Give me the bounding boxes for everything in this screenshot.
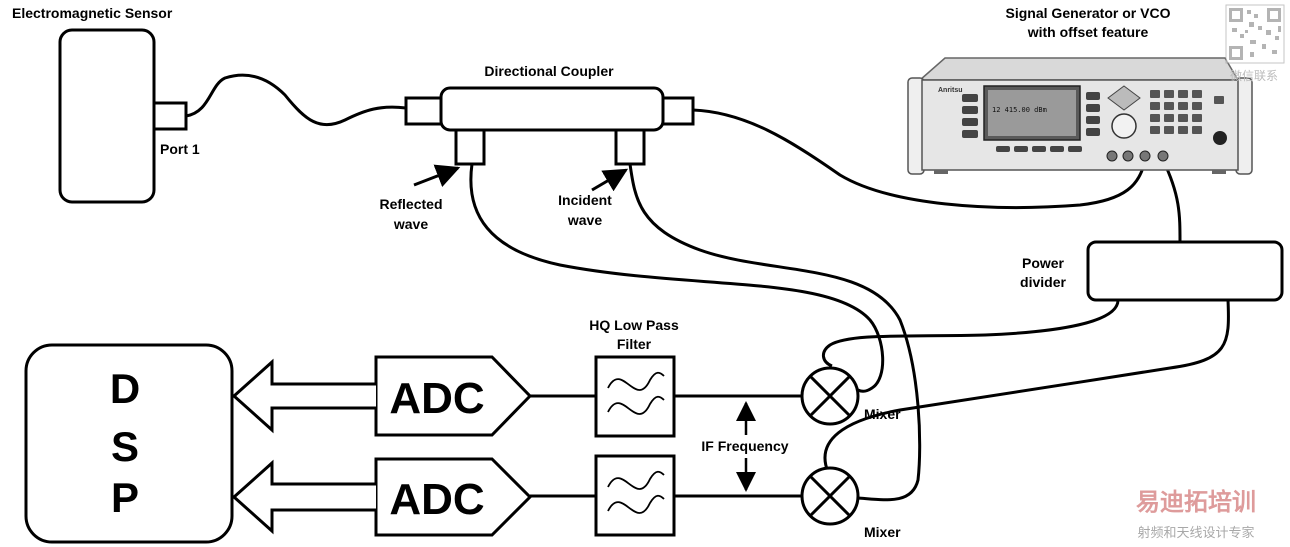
instrument-softkeys-right	[1086, 92, 1100, 136]
siggen-label-line2: with offset feature	[1027, 24, 1149, 40]
cable-generator-divider	[1161, 159, 1182, 243]
mixer-bottom	[800, 466, 860, 526]
reflected-label-line1: Reflected	[379, 196, 442, 212]
dsp-letter-s: S	[111, 423, 139, 470]
arrow-incident	[591, 168, 629, 192]
cables	[185, 73, 1230, 502]
adc-top-label: ADC	[389, 374, 484, 423]
instrument-connector-2	[1122, 150, 1134, 162]
cable-sensor-coupler	[185, 73, 407, 127]
instrument-knob	[1111, 113, 1137, 139]
coupler-right-port	[658, 96, 695, 126]
if-frequency-label: IF Frequency	[701, 438, 788, 454]
power-divider-label-line1: Power	[1022, 255, 1065, 271]
instrument-softkeys-left	[962, 94, 978, 138]
em-sensor-box	[58, 28, 156, 204]
watermark-brand: 易迪拓培训	[1136, 488, 1256, 516]
arrow-reflected	[413, 164, 461, 187]
instrument-function-keys	[996, 146, 1082, 152]
coupler-reflected-port	[454, 128, 486, 166]
dsp-letter-d: D	[110, 365, 140, 412]
cable-divider-mixer-bottom	[823, 299, 1230, 473]
instrument-foot-left	[934, 170, 948, 174]
port1-label: Port 1	[160, 141, 200, 157]
instrument-connector-rf-out	[1139, 150, 1151, 162]
instrument-misc-key	[1214, 96, 1224, 104]
instrument-connector-lo-out	[1157, 150, 1169, 162]
qr-caption: 微信联系	[1230, 69, 1278, 83]
cable-coupler-generator	[692, 108, 1147, 209]
lowpass-filter-bottom	[594, 454, 676, 537]
instrument-arrow-pad	[1107, 85, 1141, 111]
cable-incident-mixer	[628, 163, 922, 502]
power-divider-box	[1086, 240, 1284, 302]
dsp-letter-p: P	[111, 474, 139, 521]
instrument-connector-1	[1106, 150, 1118, 162]
mixer-top-label: Mixer	[864, 406, 901, 422]
adc-top	[374, 355, 533, 437]
cable-reflected-mixer	[469, 163, 885, 393]
signal-generator-instrument: Anritsu 12 415.00 dBm	[907, 57, 1253, 175]
mixer-bottom-label: Mixer	[864, 524, 901, 540]
lowpass-filter-top	[594, 355, 676, 438]
bus-arrow-bottom	[231, 459, 376, 535]
filter-label-line2: Filter	[617, 336, 652, 352]
instrument-display-text: 12 415.00 dBm	[992, 106, 1047, 114]
instrument-top	[918, 57, 1240, 81]
coupler-label: Directional Coupler	[484, 63, 614, 79]
coupler-incident-port	[614, 128, 646, 166]
qr-code-watermark	[1225, 4, 1285, 64]
coupler-body	[439, 86, 665, 132]
filter-label-line1: HQ Low Pass	[589, 317, 679, 333]
reflected-label-line2: wave	[393, 216, 428, 232]
coupler-left-port	[404, 96, 444, 126]
sensor-port-connector	[152, 101, 188, 131]
em-sensor-label: Electromagnetic Sensor	[12, 5, 173, 21]
directional-coupler	[404, 86, 695, 166]
incident-label-line2: wave	[567, 212, 602, 228]
watermark-tagline: 射频和天线设计专家	[1137, 525, 1254, 541]
siggen-label-line1: Signal Generator or VCO	[1006, 5, 1171, 21]
instrument-foot-right	[1212, 170, 1226, 174]
instrument-display-screen	[988, 90, 1076, 136]
instrument-power-knob	[1213, 131, 1227, 145]
bus-arrow-top	[231, 358, 376, 434]
adc-bottom	[374, 457, 533, 537]
mixer-top	[800, 366, 860, 426]
power-divider-label-line2: divider	[1020, 274, 1066, 290]
dsp-box	[24, 343, 234, 544]
incident-label-line1: Incident	[558, 192, 612, 208]
instrument-brand: Anritsu	[938, 87, 963, 94]
instrument-keypad	[1150, 90, 1202, 134]
adc-bottom-label: ADC	[389, 475, 484, 524]
cable-divider-mixer-top	[822, 299, 1120, 368]
